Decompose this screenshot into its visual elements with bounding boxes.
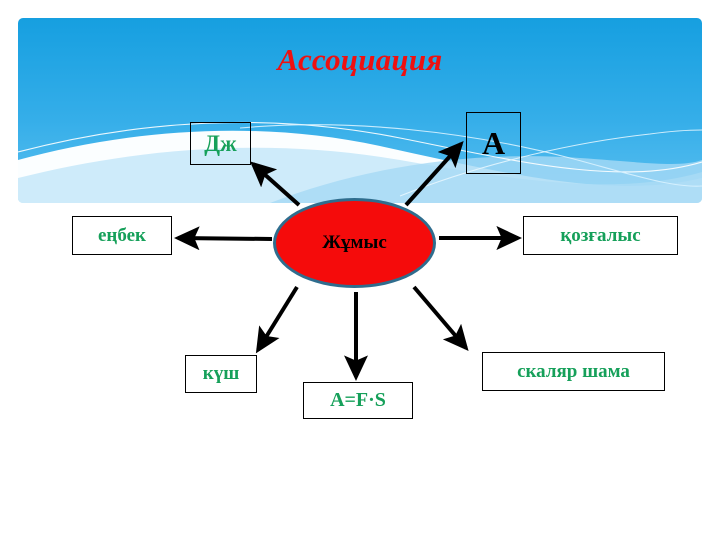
term-label-dzh: Дж (204, 130, 237, 156)
term-box-dzh[interactable]: Дж (190, 122, 251, 165)
arrow-center-to-skalyar (412, 285, 469, 352)
center-node-label: Жұмыс (322, 232, 387, 253)
term-label-kozgalys: қозғалыс (560, 224, 641, 246)
term-label-formula: A=F·S (330, 389, 386, 411)
term-label-kush: күш (202, 363, 240, 384)
arrow-center-to-a (404, 141, 464, 207)
term-label-enbek: еңбек (97, 224, 146, 246)
arrow-center-to-enbek (174, 226, 273, 251)
term-box-skalyar[interactable]: скаляр шама (482, 352, 665, 391)
arrow-center-to-kush (255, 285, 299, 354)
center-node-work[interactable]: Жұмыс (273, 198, 436, 288)
term-label-skalyar: скаляр шама (517, 360, 630, 382)
term-box-enbek[interactable]: еңбек (72, 216, 172, 255)
slide-title: Ассоциация (277, 42, 443, 77)
term-box-formula[interactable]: A=F·S (303, 382, 413, 419)
term-box-a[interactable]: А (466, 112, 521, 174)
term-label-a: А (481, 124, 506, 161)
arrow-center-to-dzh (250, 161, 301, 207)
term-box-kush[interactable]: күш (185, 355, 257, 393)
term-box-kozgalys[interactable]: қозғалыс (523, 216, 678, 255)
